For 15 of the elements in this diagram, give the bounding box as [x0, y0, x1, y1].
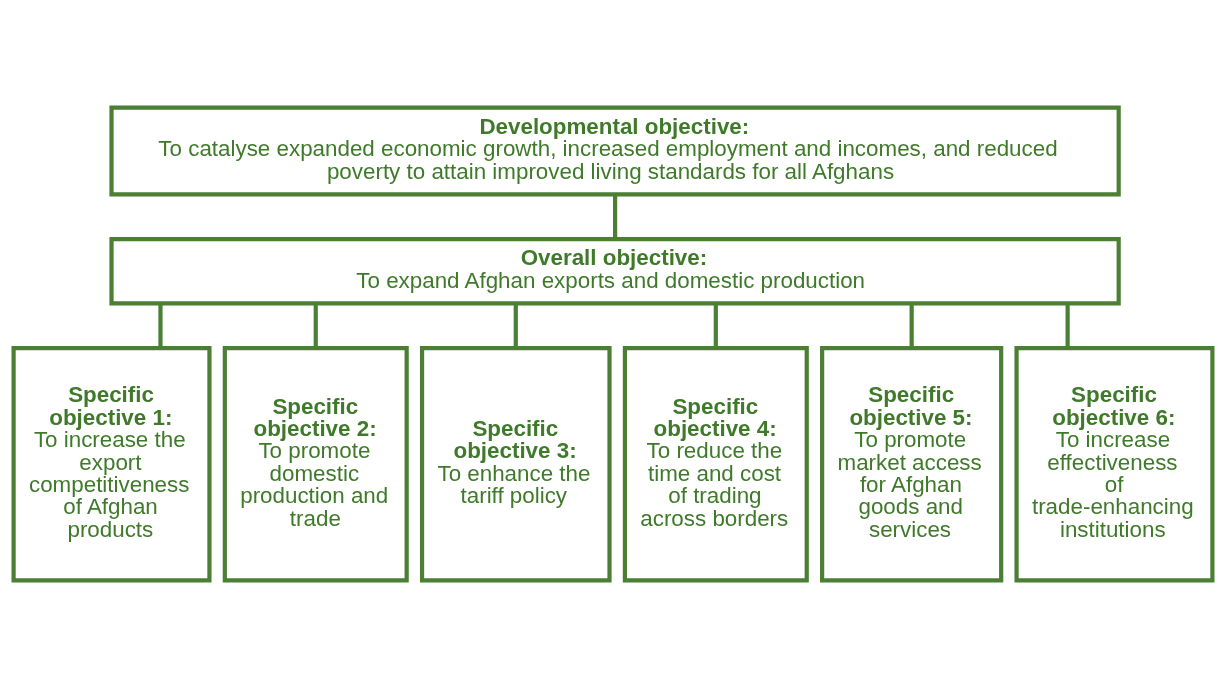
node-box: Specific objective 5: To promote market access for Afghan goods and services [820, 346, 1004, 583]
connector [713, 303, 718, 349]
connector [909, 303, 914, 349]
connector [313, 303, 318, 349]
node-box: Specific objective 4: To reduce the time and cost of trading across borders [622, 346, 809, 583]
connector [158, 303, 163, 349]
node-box: Specific objective 2: To promote domestic production and trade [222, 346, 409, 583]
node-box: Developmental objective: To catalyse expanded economic growth, increased employment and incomes, and reduced poverty to attain improved living standards for all Afghans [109, 105, 1121, 197]
connector [613, 194, 618, 239]
connector [1065, 303, 1070, 349]
node-box: Specific objective 1: To increase the export competitiveness of Afghan products [11, 346, 212, 583]
node-box: Specific objective 6: To increase effectiveness of trade-enhancing institutions [1014, 346, 1215, 583]
node-box: Overall objective: To expand Afghan exports and domestic production [109, 237, 1121, 306]
connector [513, 303, 518, 349]
node-box: Specific objective 3: To enhance the tariff policy [419, 346, 612, 583]
